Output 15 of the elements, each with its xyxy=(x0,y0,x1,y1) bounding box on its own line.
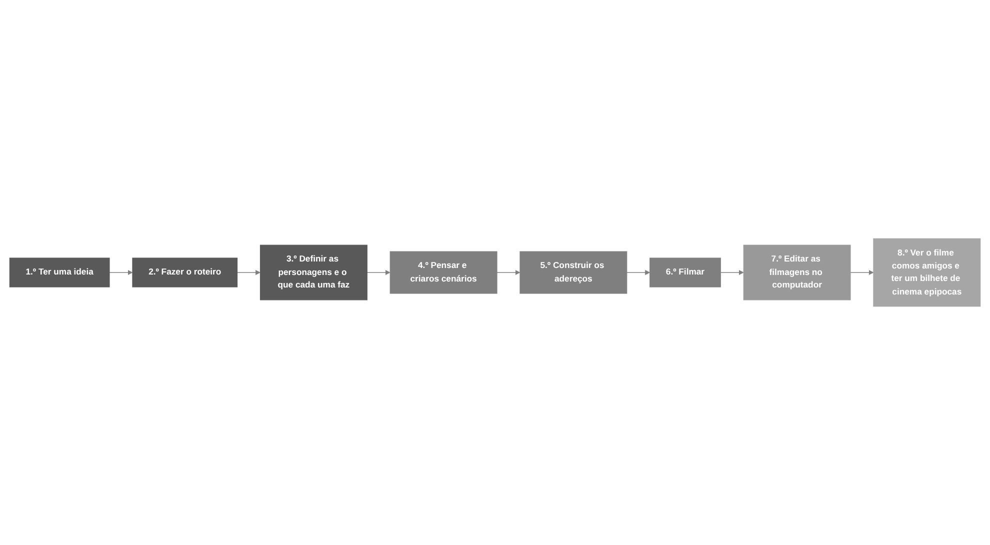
arrow xyxy=(626,270,650,276)
node-box: 5.º Construir os adereços xyxy=(520,251,628,294)
node-box: 8.º Ver o filme comos amigos e ter um bilhete de cinema epipocas xyxy=(873,238,981,307)
node-box: 4.º Pensar e criaros cenários xyxy=(390,251,498,294)
node-box: 2.º Fazer o roteiro xyxy=(132,258,238,288)
arrow xyxy=(850,270,874,276)
node-box: 1.º Ter uma ideia xyxy=(9,258,110,288)
node-box: 6.º Filmar xyxy=(650,258,721,288)
node-box: 3.º Definir as personagens e o que cada uma faz xyxy=(260,244,368,300)
node-box: 7.º Editar as filmagens no computador xyxy=(743,244,851,300)
arrow xyxy=(496,270,520,276)
arrow xyxy=(366,270,390,276)
arrow xyxy=(720,270,744,276)
arrow xyxy=(236,270,260,276)
arrow xyxy=(109,270,133,276)
